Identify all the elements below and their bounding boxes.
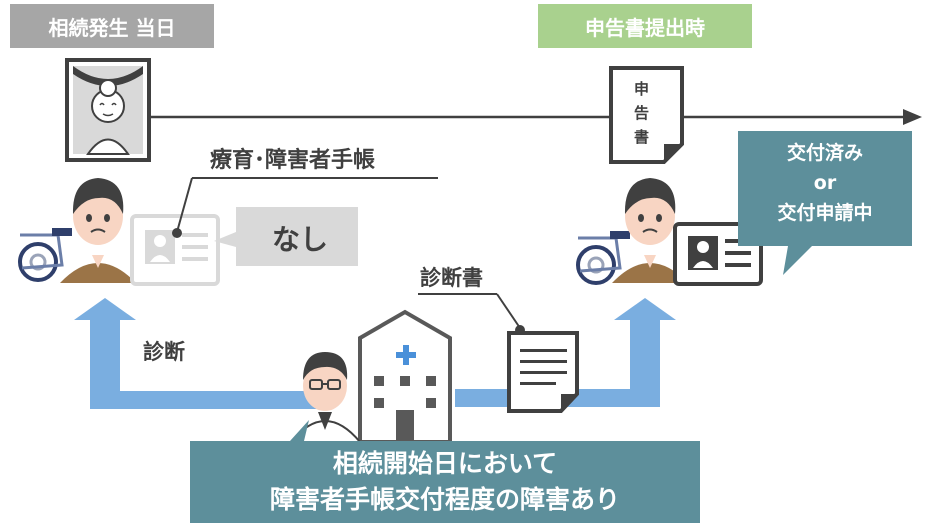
memorial-portrait-icon bbox=[65, 58, 151, 162]
notebook-card-faded-icon bbox=[130, 214, 220, 286]
issued-line-3: 交付申請中 bbox=[777, 202, 873, 224]
hospital-icon bbox=[358, 309, 452, 444]
diagnosis-label: 診断 bbox=[143, 340, 185, 364]
header-declaration-time: 申告書提出時 bbox=[538, 4, 752, 48]
none-speech-bubble bbox=[214, 207, 358, 266]
none-label: なし bbox=[272, 223, 329, 256]
issued-callout-text: 交付済み or 交付申請中 bbox=[738, 138, 912, 228]
notebook-label: 療育･障害者手帳 bbox=[210, 148, 376, 173]
notebook-label-leader bbox=[172, 177, 438, 238]
declaration-document-char-1: 申 bbox=[634, 80, 650, 98]
issued-line-2: or bbox=[813, 172, 837, 194]
declaration-document-char-2: 告 bbox=[634, 104, 650, 122]
diagnosis-doc-label: 診断書 bbox=[420, 266, 483, 290]
banner-line-1: 相続開始日において bbox=[332, 449, 558, 478]
flow-arrow-left bbox=[74, 298, 325, 409]
issued-line-1: 交付済み bbox=[786, 142, 863, 164]
person-wheelchair-left-icon bbox=[18, 178, 136, 283]
declaration-document-icon bbox=[609, 66, 684, 164]
diagnosis-document-icon bbox=[418, 293, 579, 413]
conclusion-banner-text: 相続開始日において 障害者手帳交付程度の障害あり bbox=[190, 446, 700, 518]
banner-line-2: 障害者手帳交付程度の障害あり bbox=[269, 485, 620, 514]
person-wheelchair-right-icon bbox=[576, 178, 688, 285]
declaration-document-char-3: 書 bbox=[634, 128, 650, 146]
conclusion-banner-box bbox=[190, 420, 700, 523]
issued-callout-box bbox=[738, 131, 912, 275]
header-inheritance-day: 相続発生 当日 bbox=[10, 4, 214, 48]
timeline-arrow bbox=[150, 109, 922, 125]
